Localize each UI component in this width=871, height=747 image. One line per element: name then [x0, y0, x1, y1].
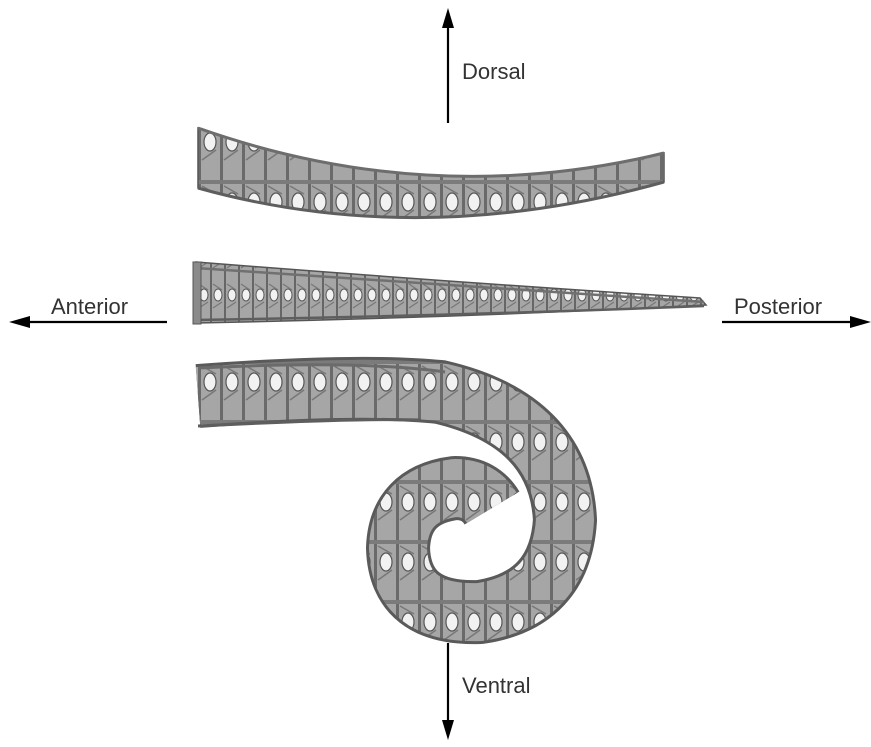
tail-coiled — [198, 365, 565, 612]
dorsal-label: Dorsal — [462, 59, 526, 84]
ventral-arrow — [442, 643, 454, 740]
tail-straight — [193, 262, 706, 324]
tail-curved-upward — [198, 128, 664, 218]
anterior-label: Anterior — [51, 294, 128, 319]
dorsal-arrow — [442, 8, 454, 123]
ventral-label: Ventral — [462, 673, 531, 698]
posterior-label: Posterior — [734, 294, 822, 319]
